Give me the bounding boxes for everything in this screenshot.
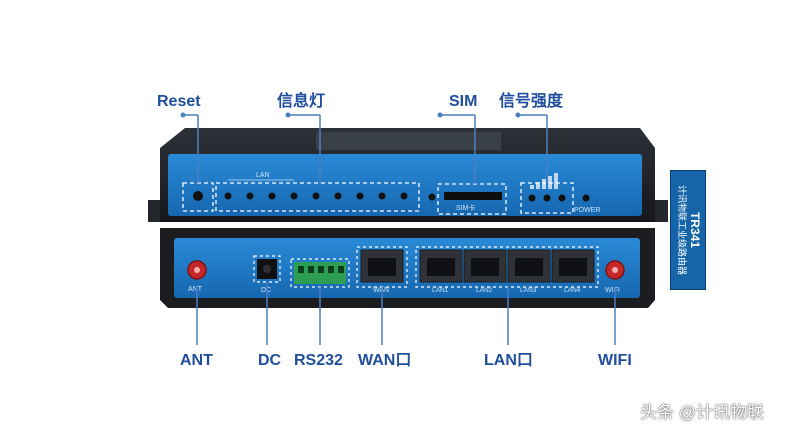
model-name: TR341 [688, 211, 702, 249]
power-label: POWER [574, 207, 600, 214]
sim-slot-label: SIM卡 [456, 203, 475, 212]
lan-port-label: LAN1 [432, 287, 449, 294]
callout-indicator: 信息灯 [277, 93, 326, 110]
callout-rs232: RS232 [294, 352, 343, 369]
callout-ant: ANT [180, 352, 213, 369]
lan-port-label: LAN2 [476, 287, 493, 294]
lan-port-label: LAN3 [520, 287, 537, 294]
callout-dc: DC [258, 352, 282, 369]
callout-lines [180, 112, 616, 345]
front-panel [168, 154, 642, 216]
sim-slot[interactable] [444, 192, 502, 200]
callout-wan: WAN口 [358, 352, 412, 369]
reset-hole-icon[interactable] [193, 191, 203, 201]
lan-ports[interactable] [419, 249, 595, 283]
lan-port-label: LAN4 [564, 287, 581, 294]
callout-sim: SIM [449, 93, 478, 110]
front-lan-label: LAN [256, 172, 270, 179]
callout-signal: 信号强度 [499, 93, 564, 110]
rear-dc-label: DC [261, 287, 271, 294]
callout-wifi: WIFI [598, 352, 632, 369]
indicator-leds [224, 192, 408, 200]
product-side-label: TR341 计讯物联工业级路由器 [670, 170, 706, 290]
product-subtitle: 计讯物联工业级路由器 [677, 184, 687, 276]
callout-reset: Reset [157, 93, 201, 110]
front-panel-unit: LAN SIM卡 POWER [148, 128, 668, 222]
rear-ant-label: ANT [188, 286, 203, 293]
rear-wan-label: WAN [373, 287, 389, 294]
rear-panel-unit: ANT DC WAN LAN1 LAN2 LA [160, 228, 655, 308]
callout-lan: LAN口 [484, 352, 533, 369]
rear-wifi-label: WIFI [605, 287, 620, 294]
watermark: 头条 @计讯物联 [640, 403, 764, 422]
